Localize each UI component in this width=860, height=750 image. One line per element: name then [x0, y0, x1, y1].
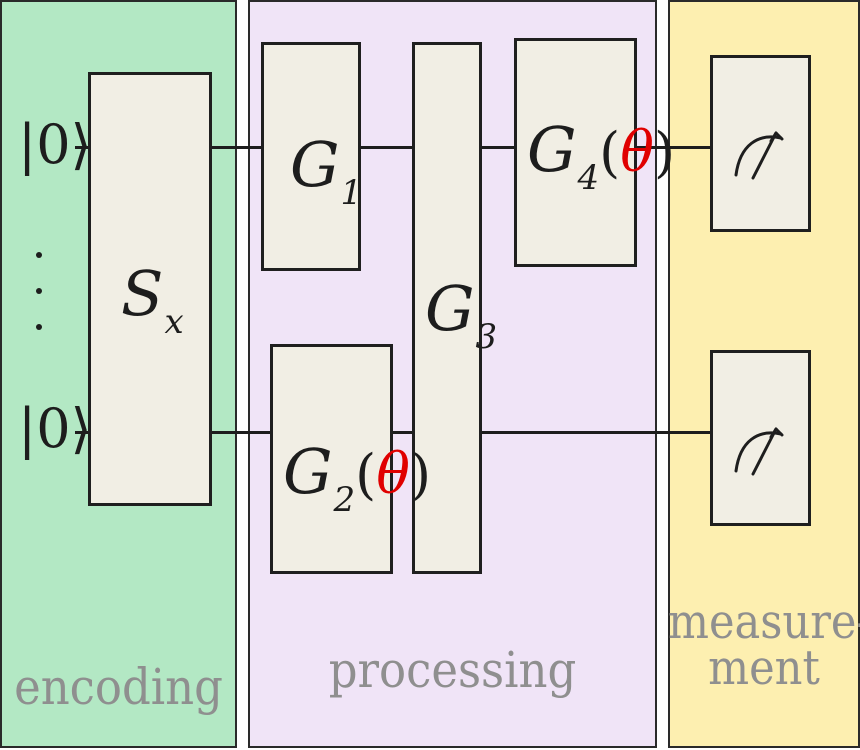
g4-right-paren: ) — [653, 121, 676, 184]
bottom-wire-segment-1 — [75, 431, 89, 434]
top-wire-segment-1 — [75, 146, 89, 149]
top-wire-segment-5 — [637, 146, 710, 149]
ellipsis-dot-2 — [36, 288, 42, 294]
top-qubit-state: |0⟩ — [18, 113, 92, 176]
top-wire-segment-3 — [361, 146, 412, 149]
g4-left-paren: ( — [599, 121, 621, 184]
g4-subscript: 4 — [577, 158, 600, 198]
sx-main-symbol: S — [121, 257, 164, 330]
measurement-label: measure- ment — [668, 594, 860, 696]
g4-main-symbol: G — [527, 113, 577, 186]
qubit-ellipsis — [33, 246, 45, 354]
bottom-wire-segment-4 — [482, 431, 710, 434]
g3-subscript: 3 — [475, 317, 498, 357]
g3-gate-label: G3 — [425, 278, 497, 355]
g3-main-symbol: G — [425, 272, 475, 345]
bottom-wire-segment-3 — [393, 431, 412, 434]
g3-gate — [412, 42, 482, 574]
measurement-meter-icon — [734, 427, 784, 476]
g4-theta: θ — [620, 120, 654, 185]
bottom-measurement-box — [710, 350, 811, 526]
g2-gate — [270, 344, 393, 574]
g1-subscript: 1 — [340, 173, 363, 213]
g2-theta: θ — [376, 442, 410, 507]
g1-gate — [261, 42, 361, 271]
bottom-wire-segment-2 — [212, 431, 270, 434]
sx-gate — [88, 72, 212, 506]
g4-gate-label: G4(θ) — [527, 119, 676, 196]
g2-gate-label: G2(θ) — [283, 441, 432, 518]
g1-main-symbol: G — [290, 128, 340, 201]
top-wire-segment-4 — [482, 146, 514, 149]
bottom-qubit-state: |0⟩ — [18, 397, 92, 460]
top-measurement-box — [710, 55, 811, 232]
g2-subscript: 2 — [333, 480, 356, 520]
top-wire-segment-2 — [212, 146, 261, 149]
encoding-label: encoding — [14, 658, 223, 716]
sx-gate-label: Sx — [121, 263, 184, 340]
g2-left-paren: ( — [355, 443, 377, 506]
g2-main-symbol: G — [283, 435, 333, 508]
ellipsis-dot-3 — [36, 324, 42, 330]
g2-right-paren: ) — [409, 443, 432, 506]
measurement-meter-icon — [734, 131, 784, 180]
g1-gate-label: G1 — [290, 134, 362, 211]
g4-gate — [514, 38, 637, 267]
sx-subscript: x — [164, 302, 184, 342]
ellipsis-dot-1 — [36, 252, 42, 258]
processing-label: processing — [328, 641, 577, 699]
